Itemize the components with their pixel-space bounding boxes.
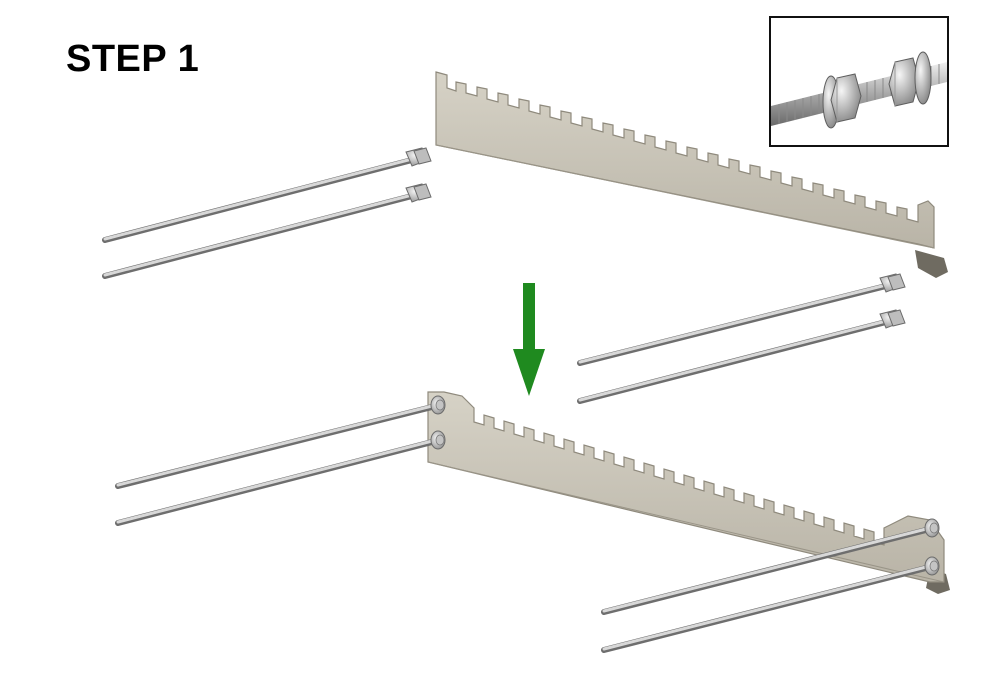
top-bracket — [435, 71, 948, 278]
rod-top-left-2 — [102, 183, 432, 279]
rod-bottom-left-1 — [115, 395, 446, 489]
rod-bottom-right-1 — [601, 518, 940, 615]
rod-bottom-left-2 — [115, 430, 446, 526]
detail-inset — [769, 16, 949, 147]
top-bracket-plate — [435, 71, 935, 249]
rod-top-right-1 — [577, 273, 906, 366]
top-bracket-channel — [915, 250, 948, 278]
rod-bottom-right-2 — [601, 556, 940, 653]
down-arrow-icon — [513, 283, 545, 396]
bottom-bracket-assembled — [427, 391, 950, 594]
bolt-nut-washer-icon — [771, 51, 947, 129]
bottom-bracket-plate — [427, 391, 945, 583]
rod-top-right-2 — [577, 309, 906, 404]
rod-top-left-1 — [102, 147, 432, 243]
step-title: STEP 1 — [66, 38, 200, 80]
